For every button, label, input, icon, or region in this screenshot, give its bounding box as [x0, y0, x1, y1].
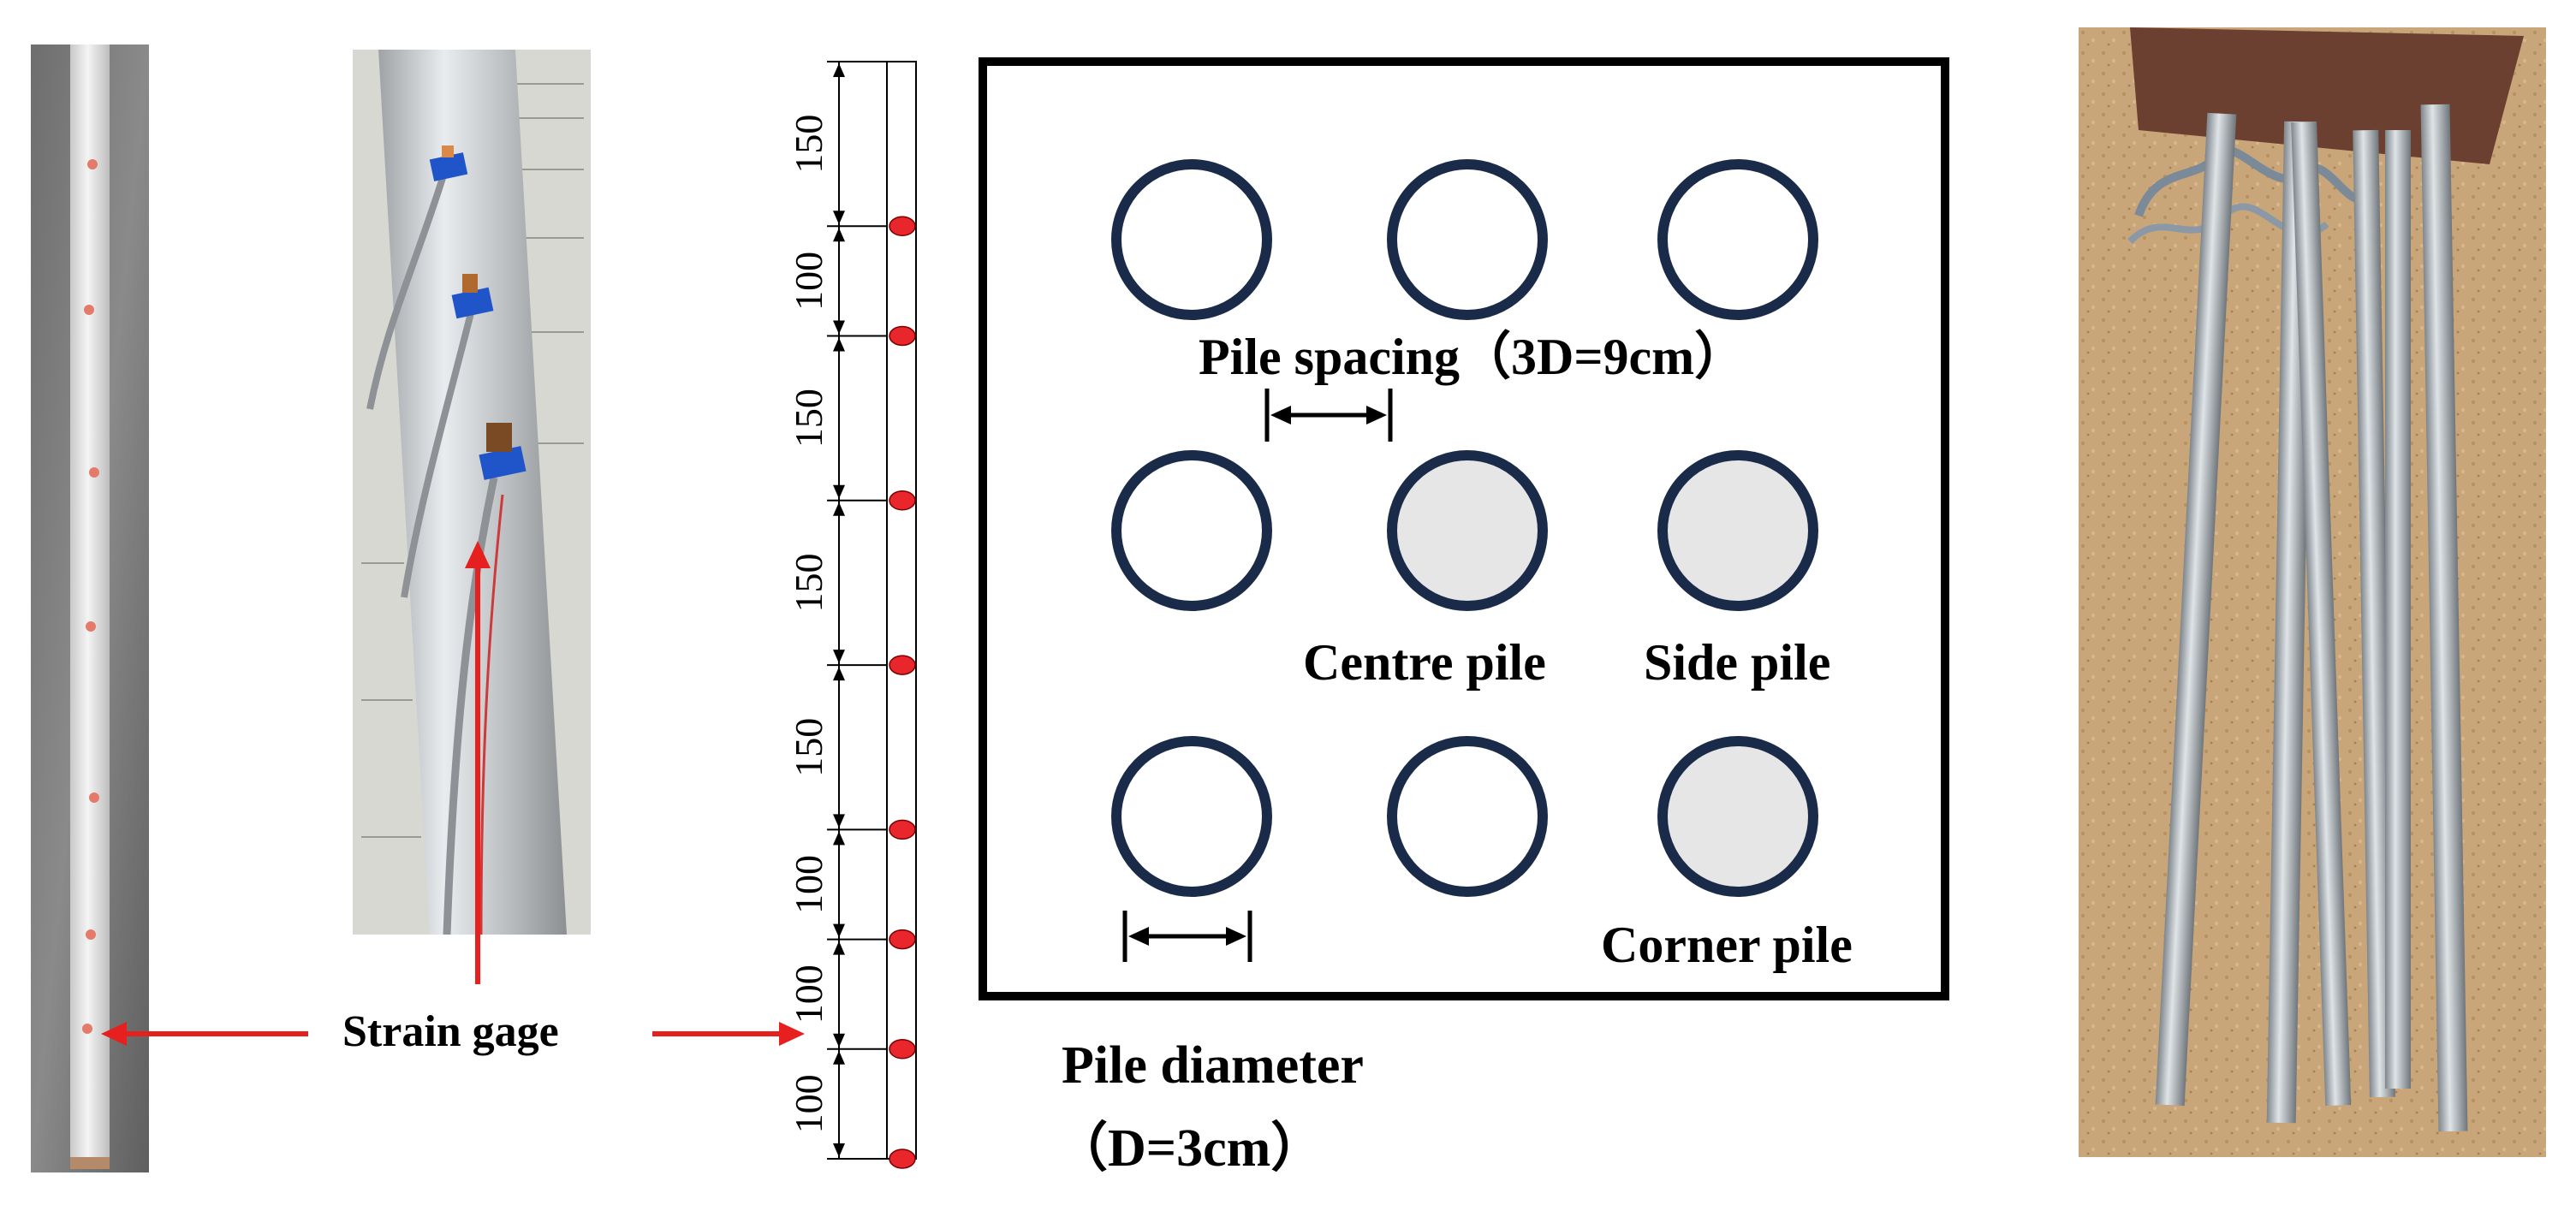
gauge-spacing-label: 100: [787, 855, 830, 914]
centre-pile-label: Centre pile: [1303, 634, 1546, 691]
dimension-arrowhead: [833, 1143, 845, 1157]
pile: [1387, 159, 1548, 320]
pile-group-plan-view: [979, 57, 1949, 1000]
strain-gage-marker: [889, 216, 916, 237]
side-pile-label: Side pile: [1644, 634, 1831, 691]
pile-diameter-label: Pile diameter: [1062, 1036, 1364, 1095]
model-pile-outline: [886, 61, 917, 1160]
photo-pile-group-on-sand: [2079, 27, 2546, 1157]
dimension-arrowhead: [833, 337, 845, 352]
dimension-arrowhead: [833, 831, 845, 846]
dimension-arrowhead: [833, 650, 845, 664]
pile-spacing-dimension: [1264, 389, 1393, 442]
gauge-spacing-label: 150: [787, 389, 830, 448]
arrow-to-left-pile-head: [101, 1022, 127, 1046]
dimension-arrowhead: [833, 1033, 845, 1048]
photo-strain-gage-closeup: [353, 50, 591, 935]
gauge-spacing-label: 100: [787, 965, 830, 1024]
strain-gage-marker: [889, 655, 916, 675]
strain-gage-marker: [889, 325, 916, 347]
pile-spacing-label: Pile spacing（3D=9cm）: [1199, 329, 1746, 385]
dimension-arrowhead: [833, 320, 845, 335]
pile: [1657, 159, 1818, 320]
dimension-arrowhead: [833, 923, 845, 938]
gauge-spacing-label: 100: [787, 252, 830, 311]
strain-gage-marker: [889, 1039, 916, 1060]
dimension-arrowhead: [833, 484, 845, 499]
dimension-arrowhead: [833, 502, 845, 516]
pile: [1111, 450, 1272, 611]
instrumented-pile: [1657, 736, 1818, 897]
gauge-spacing-label: 150: [787, 115, 830, 174]
dimension-arrowhead: [833, 814, 845, 828]
pile-diameter-value: （D=3cm）: [1055, 1119, 1324, 1178]
photo-pile-with-strain-gages: [31, 45, 149, 1172]
strain-gage-marker: [889, 1149, 916, 1169]
dimension-arrowhead: [833, 1050, 845, 1065]
pile: [1111, 736, 1272, 897]
arrow-to-closeup-head: [465, 541, 491, 568]
strain-gage-marker: [889, 929, 916, 950]
dimension-arrowhead: [833, 63, 845, 77]
dimension-arrowhead: [833, 667, 845, 681]
pile: [1387, 736, 1548, 897]
dimension-arrowhead: [833, 228, 845, 242]
pile: [1111, 159, 1272, 320]
arrow-to-schematic-head: [779, 1022, 805, 1046]
gauge-spacing-label: 150: [787, 553, 830, 612]
gauge-spacing-label: 100: [787, 1074, 830, 1133]
gauge-layout-schematic: 150 100 150 150 150 100 100 100: [787, 61, 917, 1169]
gauge-spacing-label: 150: [787, 718, 830, 777]
corner-pile-label: Corner pile: [1601, 917, 1853, 973]
pile-diameter-dimension: [1122, 911, 1252, 962]
strain-gage-marker: [889, 490, 916, 511]
strain-gage-label: Strain gage: [342, 1007, 559, 1056]
plan-view-border: [979, 57, 1949, 1000]
dimension-arrowhead: [833, 211, 845, 225]
instrumented-pile: [1387, 450, 1548, 611]
instrumented-pile: [1657, 450, 1818, 611]
strain-gage-marker: [889, 819, 916, 840]
dimension-arrowhead: [833, 941, 845, 955]
